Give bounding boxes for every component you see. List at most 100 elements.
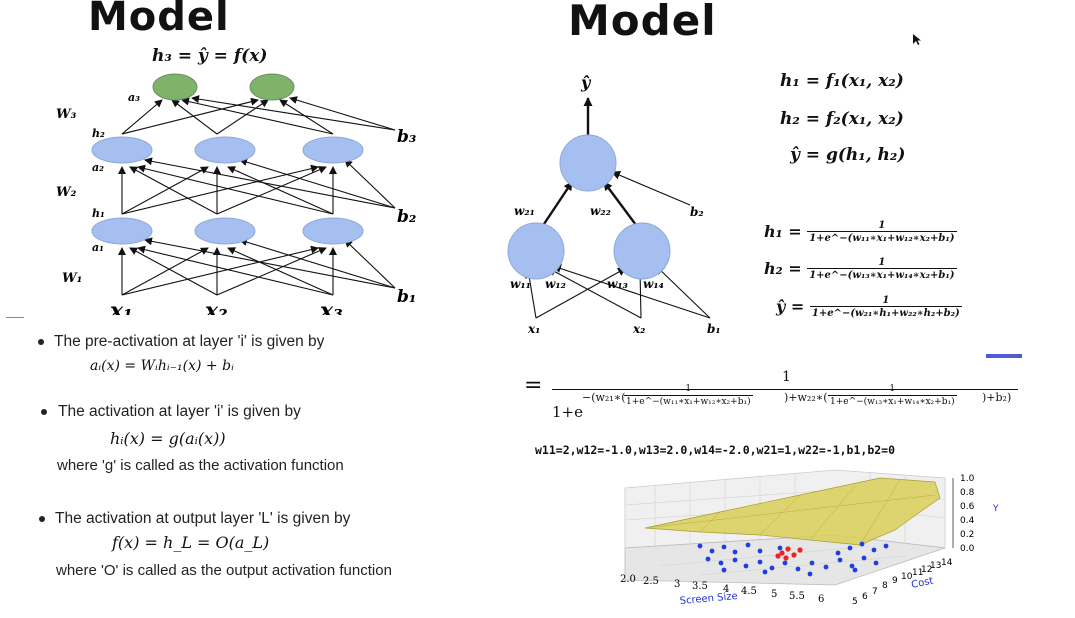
label-w21: w₂₁ <box>514 204 535 218</box>
y-tick-3: 7 <box>872 587 878 597</box>
label-w13: w₁₃ <box>607 277 628 291</box>
big-eq-sign: = <box>524 373 543 398</box>
y-tick-1: 5 <box>852 597 858 607</box>
big-inner-frac-1: 1 1+e^−(w₁₁∗x₁+w₁₂∗x₂+b₁) <box>624 384 753 408</box>
label-W2: W₂ <box>56 185 77 200</box>
hidden1-node-3 <box>302 217 364 245</box>
big-end: )+b₂) <box>982 391 1012 404</box>
sig-y: ŷ = 1 1+e^−(w₂₁∗h₁+w₂₂∗h₂+b₂) <box>776 295 962 320</box>
bullet-2-text: The activation at layer 'i' is given by <box>58 403 301 420</box>
big-inner-num-1: 1 <box>685 384 692 394</box>
label-a1: a₁ <box>92 241 104 254</box>
x-tick-7: 5 <box>771 589 777 600</box>
sig-y-num: 1 <box>882 295 890 306</box>
bullet-2-formula: hᵢ(x) = g(aᵢ(x)) <box>110 429 226 448</box>
big-inner-num-2: 1 <box>889 384 896 394</box>
sig-h2-num: 1 <box>878 257 886 268</box>
z-tick-3: 0.6 <box>960 502 975 512</box>
surface-mesh <box>644 479 936 546</box>
y-tick-7: 11 <box>912 568 923 578</box>
hidden2-node-3 <box>302 136 364 164</box>
y-tick-4: 8 <box>882 581 888 591</box>
y-tick-6: 10 <box>901 572 913 582</box>
points-red <box>775 546 803 561</box>
output-node-1 <box>152 73 198 101</box>
label-w14: w₁₄ <box>643 277 664 291</box>
divider <box>6 317 24 318</box>
y-tick-9: 13 <box>930 561 941 571</box>
right-title: Model <box>568 0 717 45</box>
label-b1-right: b₁ <box>707 322 721 336</box>
bullet-dot-2 <box>41 409 47 415</box>
sig-h1-num: 1 <box>878 220 886 231</box>
sig-y-frac: 1 1+e^−(w₂₁∗h₁+w₂₂∗h₂+b₂) <box>809 295 962 320</box>
bullet-3-note: where 'O' is called as the output activa… <box>56 562 392 579</box>
label-a2: a₂ <box>92 161 104 174</box>
x-tick-6: 4.5 <box>741 586 757 597</box>
y-tick-10: 14 <box>941 558 953 568</box>
label-w22: w₂₂ <box>590 204 611 218</box>
bullet-2-note: where 'g' is called as the activation fu… <box>57 457 344 474</box>
label-w12: w₁₂ <box>545 277 566 291</box>
eq-h2: h₂ = f₂(x₁, x₂) <box>780 109 904 129</box>
z-tick-6: 0.0 <box>960 544 975 554</box>
hidden2-node-2 <box>194 136 256 164</box>
z-tick-1: 1.0 <box>960 474 975 484</box>
top-equation: h₃ = ŷ = f(x) <box>152 46 268 66</box>
z-tick-4: 0.4 <box>960 516 975 526</box>
big-w22: )+w₂₂∗( <box>784 391 828 404</box>
y-ticks: 5 6 7 8 9 10 11 12 13 14 <box>852 558 953 607</box>
label-W3: W₃ <box>56 107 77 122</box>
bullet-3-formula: f(x) = h_L = O(a_L) <box>112 533 270 552</box>
z-axis-label: Y <box>992 504 999 514</box>
sig-h1-frac: 1 1+e^−(w₁₁∗x₁+w₁₂∗x₂+b₁) <box>807 220 957 245</box>
sig-y-den: 1+e^−(w₂₁∗h₁+w₂₂∗h₂+b₂) <box>809 306 962 319</box>
big-pre: 1+e <box>552 403 583 421</box>
label-x1: x₁ <box>109 298 133 315</box>
output-node-2 <box>249 73 295 101</box>
bullet-dot-1 <box>38 339 44 345</box>
sig-y-lhs: ŷ = <box>776 297 805 316</box>
params-line: w11=2,w12=-1.0,w13=2.0,w14=-2.0,w21=1,w2… <box>535 443 896 457</box>
label-b3: b₃ <box>397 127 416 147</box>
sig-h2-frac: 1 1+e^−(w₁₃∗x₁+w₁₄∗x₂+b₁) <box>807 257 957 282</box>
blue-fragment <box>986 354 1022 358</box>
hidden1-node-1 <box>91 217 153 245</box>
big-inner-den-2: 1+e^−(w₁₃∗x₁+w₁₄∗x₂+b₁) <box>828 394 957 407</box>
big-eq-num: 1 <box>782 369 791 385</box>
x-tick-3: 3 <box>674 579 680 590</box>
label-w11: w₁₁ <box>510 277 531 291</box>
big-w21: −(w₂₁∗( <box>582 391 626 404</box>
left-title: Model <box>88 0 230 40</box>
x-axis-label: Screen Size <box>679 591 738 607</box>
label-x1-right: x₁ <box>527 322 540 336</box>
x-ticks: 2.0 2.5 3 3.5 4 4.5 5 5.5 6 <box>620 574 824 605</box>
bullet-1-formula: aᵢ(x) = Wᵢhᵢ₋₁(x) + bᵢ <box>90 358 234 374</box>
label-h1: h₁ <box>92 207 105 220</box>
y-tick-5: 9 <box>892 576 898 586</box>
x-tick-1: 2.0 <box>620 574 636 585</box>
right-output-node <box>559 134 617 192</box>
plot-3d: 1.0 0.8 0.6 0.4 0.2 0.0 Y 2.0 2.5 3 3.5 … <box>620 469 999 607</box>
bullet-1-text: The pre-activation at layer 'i' is given… <box>54 333 325 350</box>
left-network-diagram: a₃ W₃ h₂ a₂ W₂ h₁ a₁ W₁ b₃ b₂ b₁ x₁ x₂ x… <box>56 73 416 315</box>
label-W1: W₁ <box>62 271 82 286</box>
x-tick-9: 6 <box>818 594 824 605</box>
hidden2-node-1 <box>91 136 153 164</box>
big-inner-frac-2: 1 1+e^−(w₁₃∗x₁+w₁₄∗x₂+b₁) <box>828 384 957 408</box>
z-tick-5: 0.2 <box>960 530 974 540</box>
eq-h1: h₁ = f₁(x₁, x₂) <box>780 71 904 91</box>
sig-h2-lhs: h₂ = <box>764 259 802 278</box>
label-b2: b₂ <box>397 207 416 227</box>
y-tick-2: 6 <box>862 592 868 602</box>
label-x2-right: x₂ <box>632 322 645 336</box>
y-axis-label: Cost <box>910 576 934 591</box>
label-yhat: ŷ <box>580 73 592 92</box>
sig-h2: h₂ = 1 1+e^−(w₁₃∗x₁+w₁₄∗x₂+b₁) <box>764 257 957 282</box>
y-tick-8: 12 <box>921 565 932 575</box>
label-b2-right: b₂ <box>690 205 704 219</box>
right-network-diagram: ŷ w₂₁ w₂₂ b₂ w₁₁ w₁₂ w₁₃ w₁₄ x₁ x₂ b₁ <box>507 73 721 336</box>
sig-h1-den: 1+e^−(w₁₁∗x₁+w₁₂∗x₂+b₁) <box>807 231 957 244</box>
sig-h1: h₁ = 1 1+e^−(w₁₁∗x₁+w₁₂∗x₂+b₁) <box>764 220 957 245</box>
label-x2: x₂ <box>204 298 228 315</box>
